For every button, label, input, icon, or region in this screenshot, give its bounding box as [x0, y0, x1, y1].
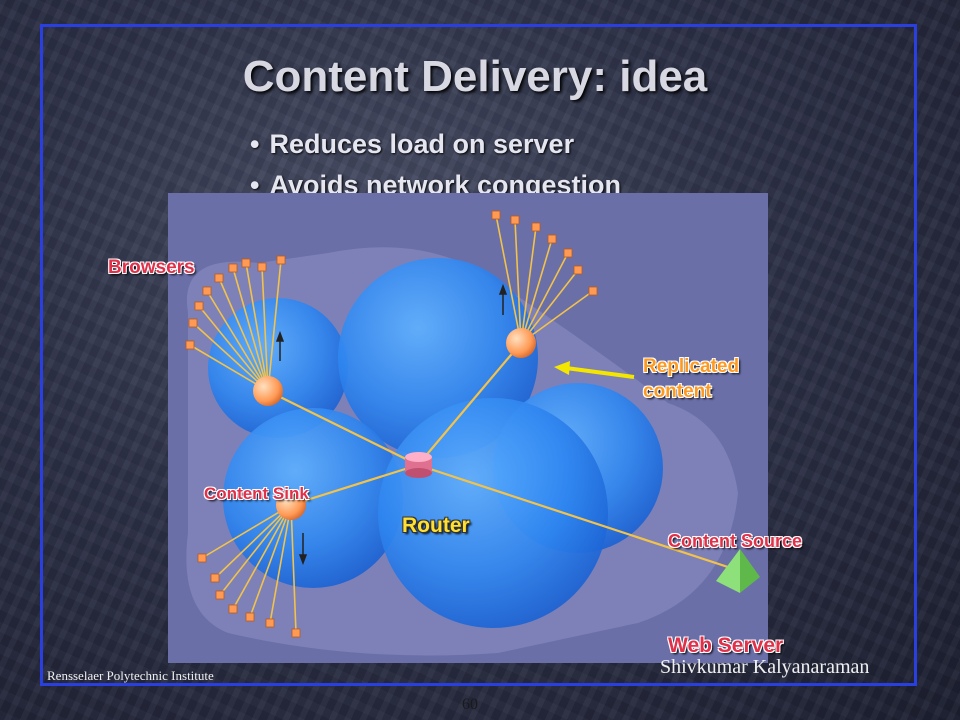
router-icon: [405, 452, 432, 478]
label-web-server: Web Server: [668, 634, 784, 657]
label-replicated-content: Replicated content: [643, 356, 740, 402]
footer-institution: Rensselaer Polytechnic Institute: [47, 668, 214, 683]
bullet-item: • Reduces load on server: [250, 124, 621, 165]
label-browsers: Browsers: [108, 257, 195, 278]
cache-node: [276, 490, 306, 520]
web-server-icon: [716, 549, 760, 593]
network-diagram: [185, 210, 760, 656]
bullet-symbol: •: [250, 170, 260, 200]
bullet-text: Reduces load on server: [269, 129, 575, 159]
browser-boxes: [185, 210, 598, 638]
browser-links: [189, 214, 594, 634]
network-bubble: [378, 398, 608, 628]
direction-arrows: [275, 283, 508, 566]
cache-node: [253, 376, 283, 406]
replicated-arrow-icon: [554, 361, 635, 379]
slide-frame: [40, 24, 917, 686]
page-number: 60: [462, 696, 478, 713]
bullet-symbol: •: [250, 129, 260, 159]
label-content-source: Content Source: [668, 531, 803, 551]
slide-title: Content Delivery: idea: [242, 52, 708, 101]
network-links: [267, 342, 741, 573]
label-content-sink: Content Sink: [204, 484, 309, 503]
footer-author: Shivkumar Kalyanaraman: [660, 656, 870, 678]
label-router: Router: [402, 514, 470, 537]
cache-node: [506, 328, 536, 358]
diagram-panel: [168, 193, 768, 663]
